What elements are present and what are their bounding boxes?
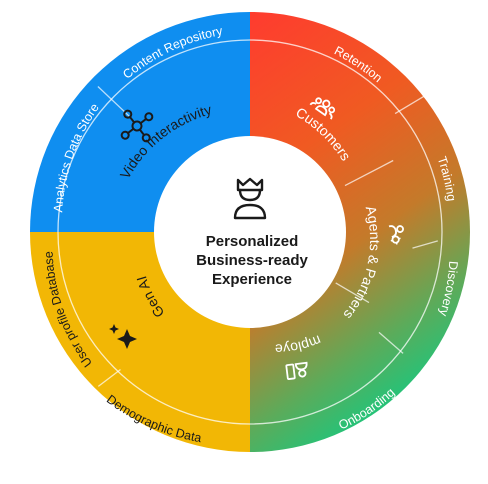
sparkle-stars-icon <box>109 324 137 349</box>
center-title-line-3: Experience <box>212 271 292 288</box>
center-title-line-2: Business-ready <box>196 252 308 269</box>
center-circle <box>154 136 346 328</box>
gradient-half <box>250 12 470 452</box>
segment-dividers <box>97 86 438 387</box>
person-crown-icon <box>233 177 267 220</box>
employee-badge-icon <box>285 361 308 380</box>
inner-ring-boundary <box>57 39 443 425</box>
user-group-icon <box>309 97 336 120</box>
center-title-line-1: Personalized <box>206 233 299 250</box>
network-nodes-icon <box>120 109 154 143</box>
people-gear-icon <box>388 225 404 245</box>
